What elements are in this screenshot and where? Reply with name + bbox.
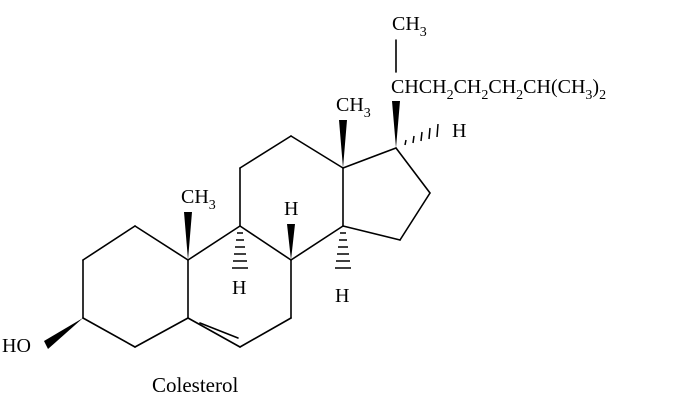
- ring-b: [187, 225, 292, 348]
- c14-h-label: H: [335, 285, 349, 307]
- c10-methyl-wedge: [184, 212, 192, 260]
- c13-methyl-label: CH3: [336, 94, 371, 121]
- c14-h-hash: [335, 232, 351, 269]
- c8-h-label: H: [284, 198, 298, 220]
- c17-h-label: H: [452, 120, 466, 142]
- c3-oh-wedge: [44, 318, 83, 349]
- c8-h-wedge: [287, 224, 295, 260]
- ring-a: [82, 225, 189, 348]
- side-chain-label: CHCH2CH2CH2CH(CH3)2: [391, 76, 606, 103]
- c9-h-hash: [232, 232, 248, 269]
- c10-methyl-label: CH3: [181, 186, 216, 213]
- atom-labels: HO CH3 CH3 H H H H CH3 CHCH2CH2CH2CH(CH3…: [2, 13, 606, 397]
- c17-h-hash: [404, 123, 439, 146]
- ring-d: [342, 147, 431, 241]
- side-top-methyl-label: CH3: [392, 13, 427, 40]
- hydroxyl-label: HO: [2, 335, 31, 357]
- c9-h-label: H: [232, 277, 246, 299]
- c17-sidechain-wedge: [392, 101, 400, 148]
- double-bond-c5-c6: [199, 322, 239, 339]
- c13-methyl-wedge: [339, 120, 347, 168]
- ring-c: [239, 135, 344, 261]
- caption: Colesterol: [152, 373, 238, 397]
- stereo-bonds: [44, 39, 439, 349]
